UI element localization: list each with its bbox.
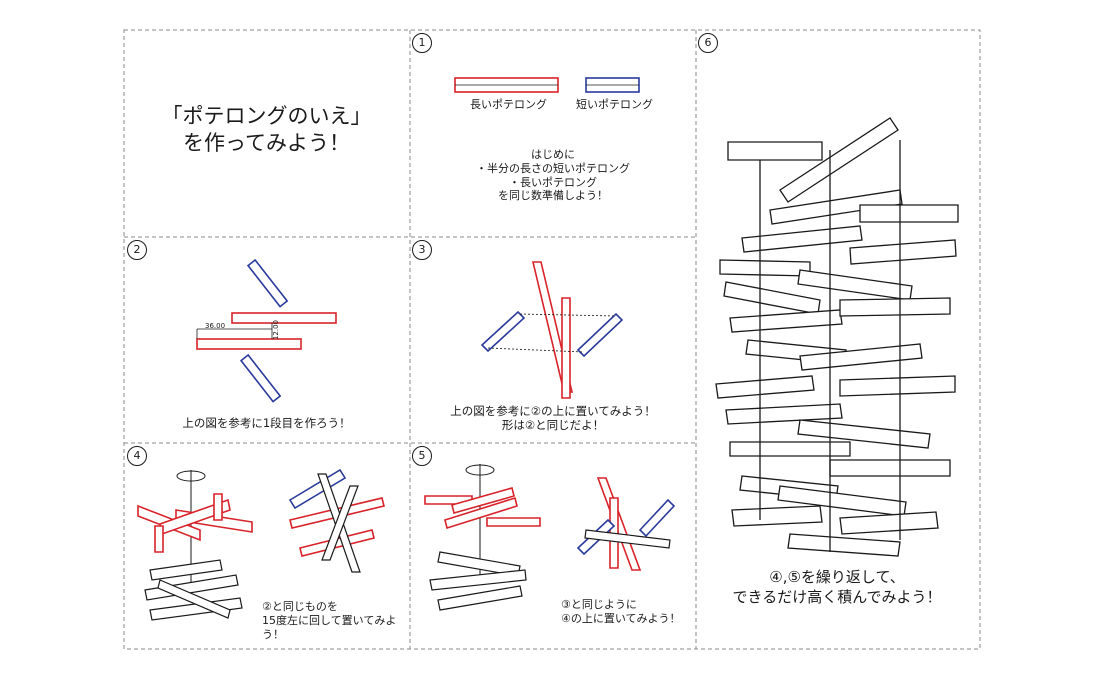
step-number-6: 6 [698,33,718,53]
step4-note: ②と同じものを 15度左に回して置いてみよう！ [262,600,397,641]
step-number-2: 2 [127,240,147,260]
step3-caption: 上の図を参考に②の上に置いてみよう！ 形は②と同じだよ！ [450,404,656,433]
step5-note: ③と同じように ④の上に置いてみよう！ [561,598,681,625]
step-number-4: 4 [127,446,147,466]
layer-stack-illustration [424,464,676,611]
dimension-horizontal-label: 36.00 [205,322,226,330]
layer1-plan-diagram [196,258,337,403]
legend-short-bar [585,77,640,93]
dimension-vertical-label: 12.00 [272,319,281,341]
step-number-1: 1 [412,33,432,53]
page-title: 「ポテロングのいえ」 を作ってみよう！ [161,104,372,156]
completed-tower-illustration [715,117,959,557]
intro-text: はじめに ・半分の長さの短いポテロング ・長いポテロング を同じ数準備しよう！ [476,148,630,203]
layer-rotate-illustration [137,468,385,621]
step6-caption: ④,⑤を繰り返して、 できるだけ高く積んでみよう！ [732,568,942,606]
layer2-plan-diagram [480,261,624,399]
legend-short-label: 短いポテロング [576,98,653,111]
step-number-5: 5 [412,446,432,466]
legend-long-bar [454,77,559,93]
panel-grid [123,29,981,650]
step-number-3: 3 [412,240,432,260]
step2-caption: 上の図を参考に1段目を作ろう！ [182,416,351,430]
legend-long-label: 長いポテロング [470,98,547,111]
